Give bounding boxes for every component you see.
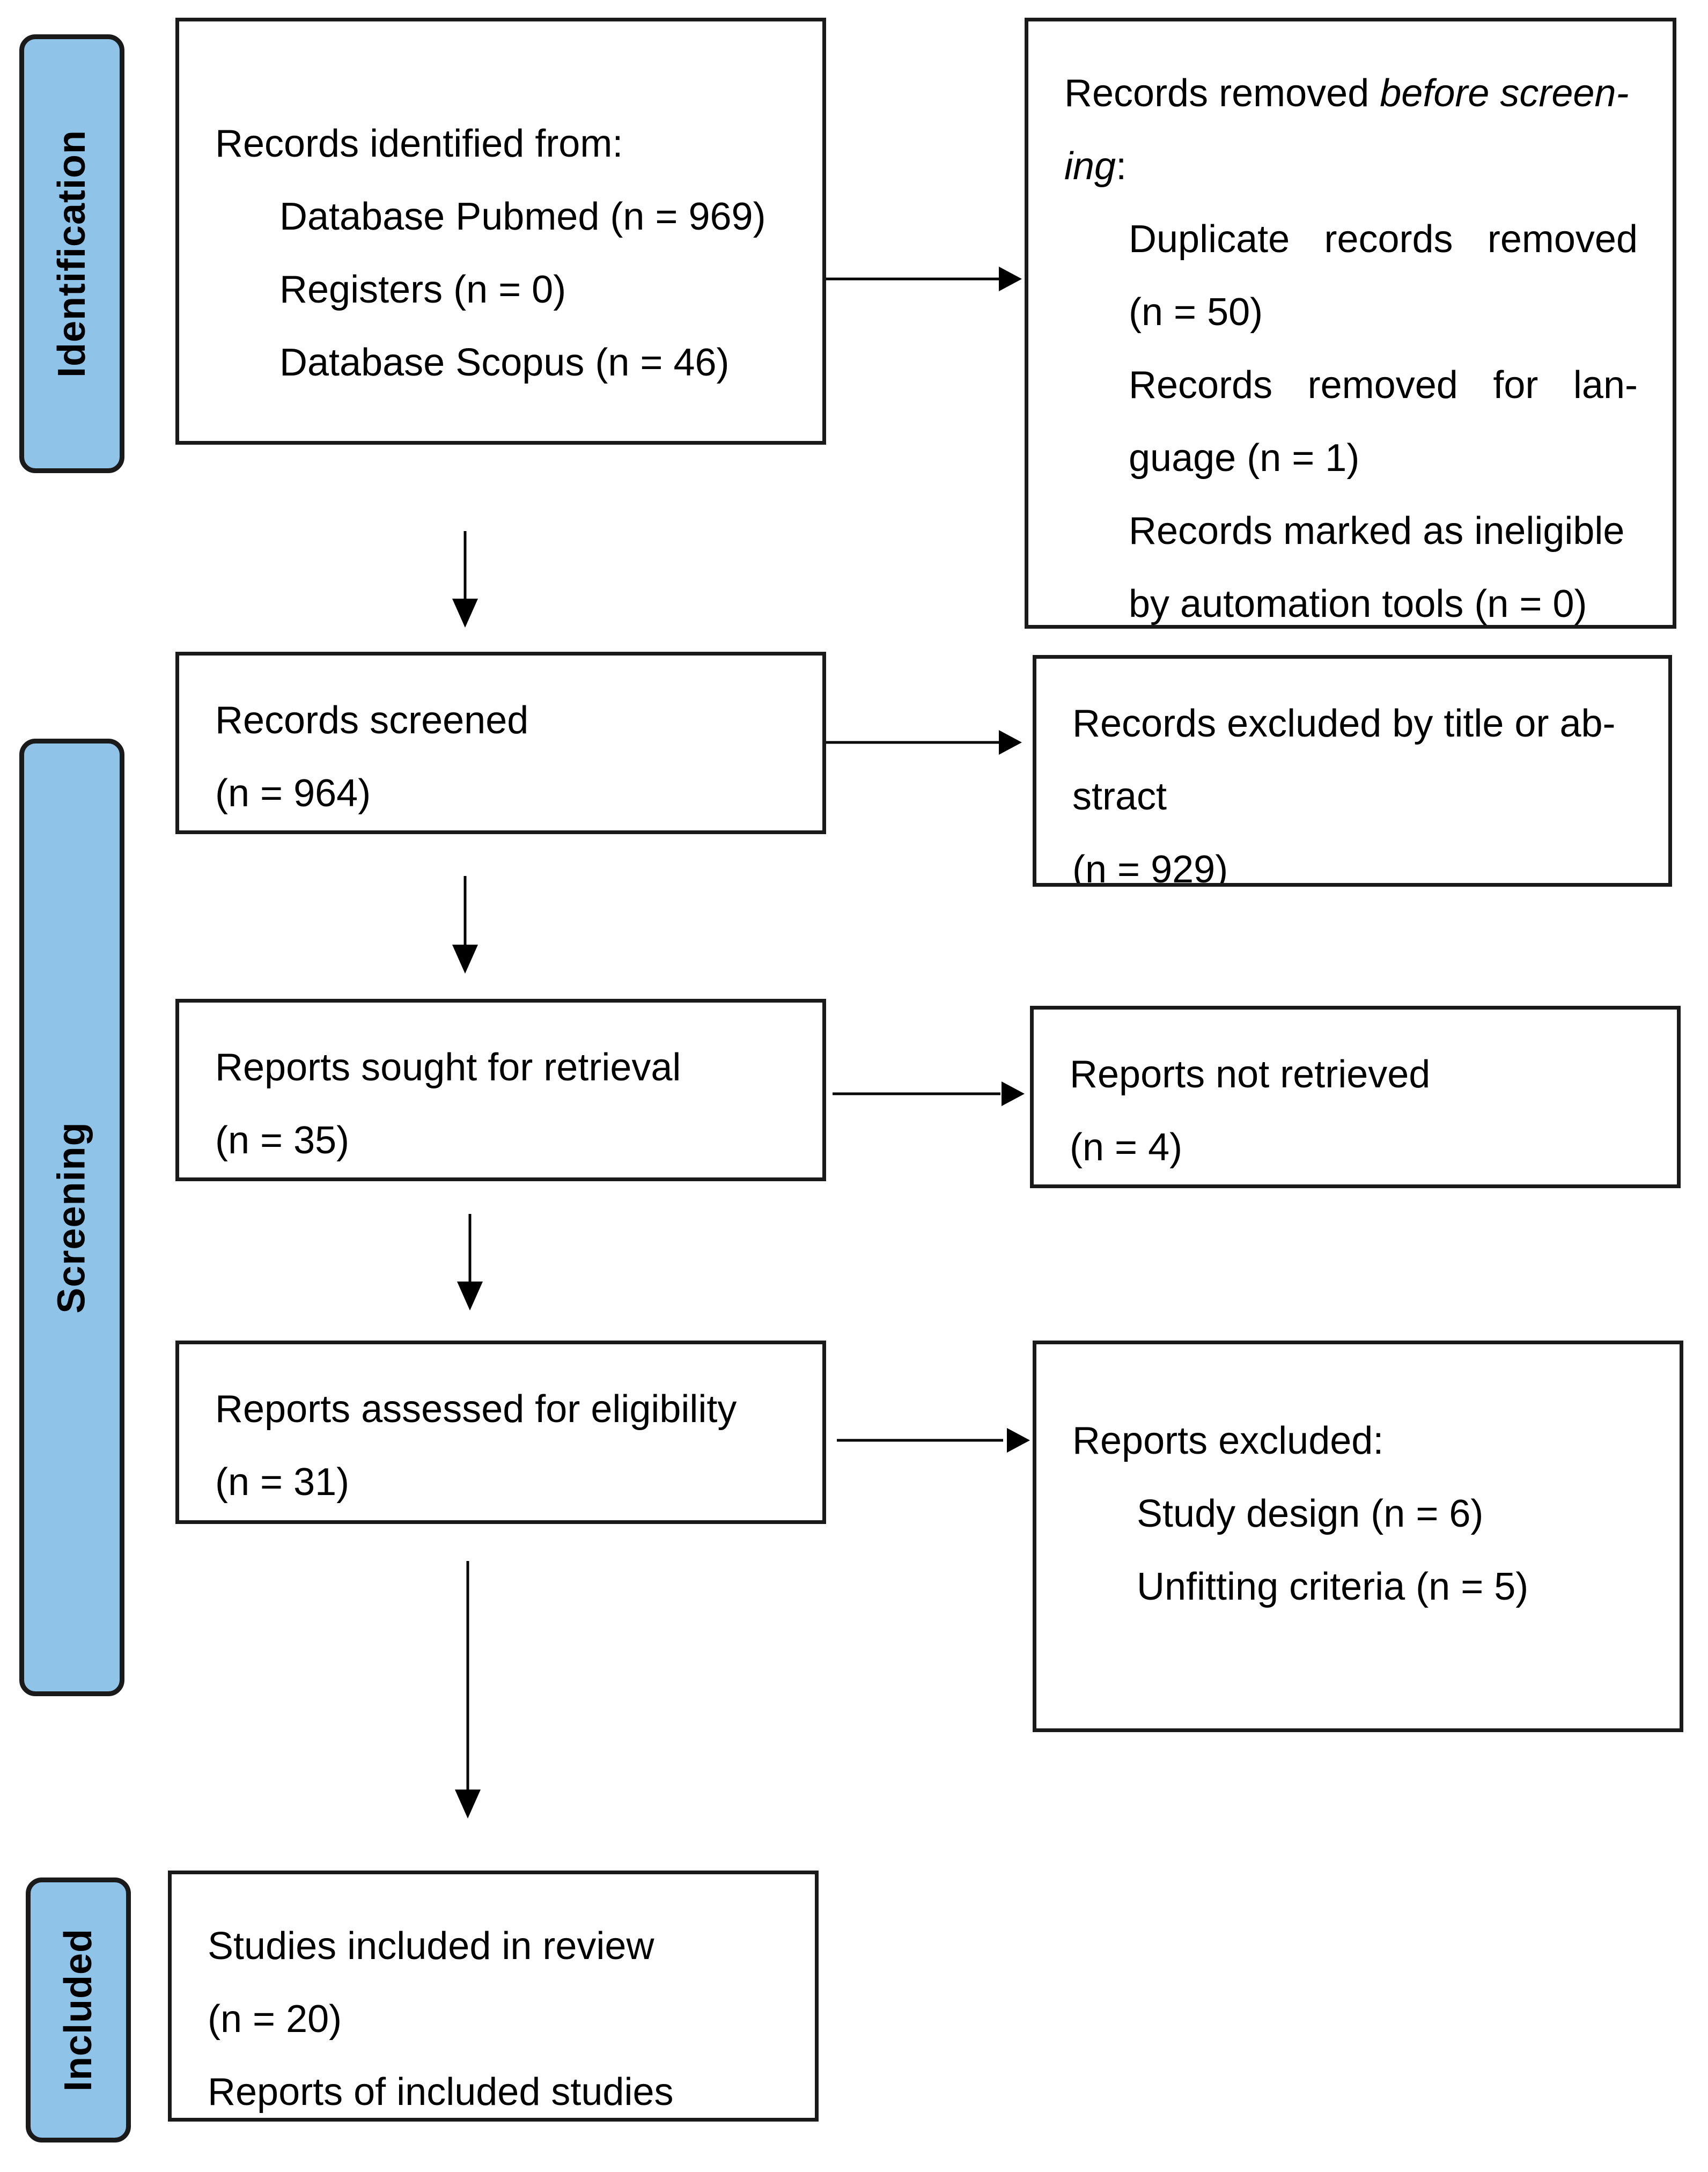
reports-excluded-box: Reports excluded: Study design (n = 6) U…: [1033, 1341, 1683, 1732]
arrowhead-not-retrieved: [1002, 1081, 1025, 1106]
arrowhead-assessed: [457, 1282, 483, 1310]
records-removed-box: Records removed before screen- ing: Dupl…: [1025, 18, 1676, 629]
records-excluded-title-line2: stract: [1072, 775, 1167, 818]
automation-records-line2: by automation tools (n = 0): [1129, 583, 1587, 625]
database-scopus-count: Database Scopus (n = 46): [279, 341, 730, 384]
arrowhead-screened: [452, 599, 478, 628]
arrowhead-sought: [452, 945, 478, 974]
studies-included-title: Studies included in review: [208, 1925, 654, 1968]
arrowhead-included: [455, 1790, 481, 1818]
reports-sought-count: (n = 35): [215, 1119, 350, 1162]
records-excluded-title-line1: Records excluded by title or ab-: [1072, 702, 1616, 745]
records-removed-title: Records removed before screen-: [1064, 72, 1629, 115]
screening-phase-bar: Screening: [19, 739, 124, 1696]
arrowhead-removed: [999, 267, 1022, 291]
records-excluded-box: Records excluded by title or ab- stract …: [1033, 655, 1672, 887]
included-phase-bar: Included: [26, 1878, 131, 2142]
reports-assessed-count: (n = 31): [215, 1461, 350, 1504]
records-identified-box: Records identified from: Database Pubmed…: [175, 18, 826, 445]
unfitting-criteria-count: Unfitting criteria (n = 5): [1137, 1565, 1529, 1608]
records-excluded-count: (n = 929): [1072, 848, 1228, 887]
reports-assessed-title: Reports assessed for eligibility: [215, 1388, 737, 1431]
database-pubmed-count: Database Pubmed (n = 969): [279, 195, 766, 238]
records-screened-title: Records screened: [215, 699, 529, 742]
language-records-count: guage (n = 1): [1129, 437, 1360, 480]
language-records-line: Records removed for lan-: [1129, 364, 1638, 407]
records-screened-box: Records screened (n = 964): [175, 652, 826, 834]
reports-of-included-studies: Reports of included studies: [208, 2071, 674, 2114]
reports-not-retrieved-title: Reports not retrieved: [1070, 1053, 1431, 1096]
records-identified-title: Records identified from:: [215, 122, 623, 165]
records-screened-count: (n = 964): [215, 772, 371, 815]
reports-sought-box: Reports sought for retrieval (n = 35): [175, 999, 826, 1181]
identification-phase-bar: Identification: [19, 34, 124, 473]
reports-not-retrieved-count: (n = 4): [1070, 1126, 1183, 1169]
study-design-count: Study design (n = 6): [1137, 1492, 1484, 1535]
reports-not-retrieved-box: Reports not retrieved (n = 4): [1030, 1006, 1681, 1188]
reports-sought-title: Reports sought for retrieval: [215, 1046, 681, 1089]
registers-count: Registers (n = 0): [279, 268, 566, 311]
duplicate-records-line: Duplicate records removed: [1129, 218, 1638, 261]
studies-included-count: (n = 20): [208, 1998, 342, 2041]
automation-records-line1: Records marked as ineligible: [1129, 510, 1625, 553]
arrowhead-reports-excluded: [1007, 1428, 1030, 1453]
reports-excluded-title: Reports excluded:: [1072, 1419, 1384, 1462]
studies-included-box: Studies included in review (n = 20) Repo…: [168, 1871, 819, 2122]
duplicate-records-count: (n = 50): [1129, 291, 1263, 334]
arrowhead-excluded: [999, 730, 1022, 755]
reports-assessed-box: Reports assessed for eligibility (n = 31…: [175, 1341, 826, 1524]
